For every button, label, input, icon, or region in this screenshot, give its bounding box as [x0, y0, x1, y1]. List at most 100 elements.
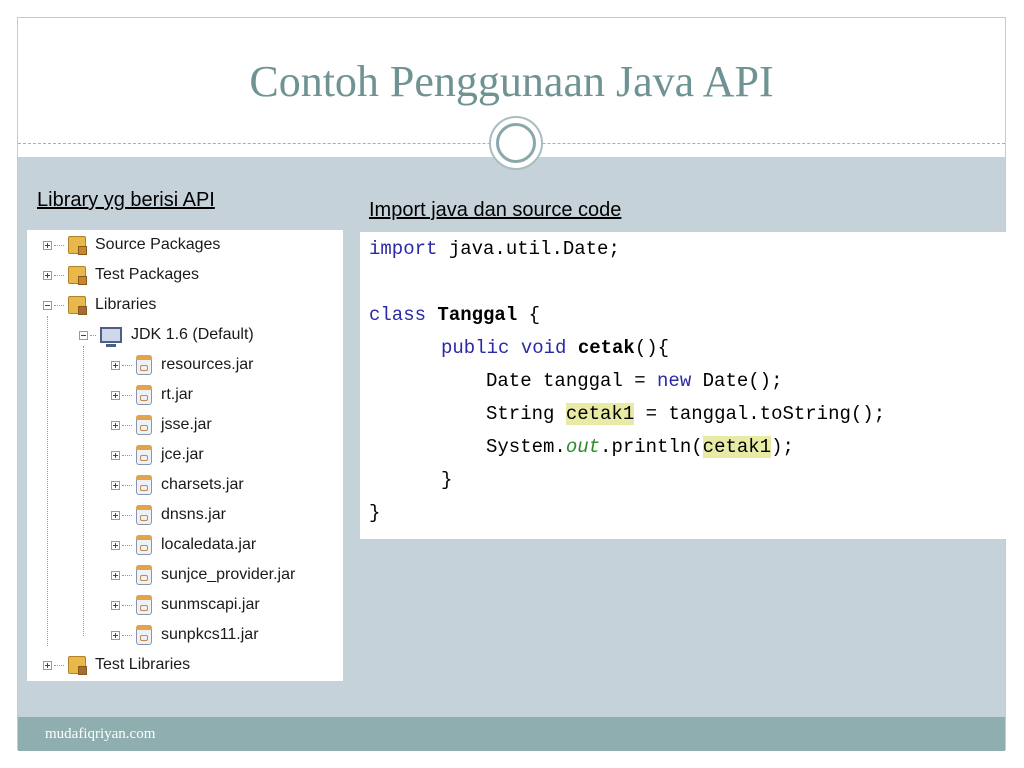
date-constructor: Date(); [691, 370, 783, 392]
tree-item-label: jce.jar [161, 446, 204, 463]
variable-cetak1: cetak1 [565, 403, 635, 425]
jar-icon [136, 595, 152, 615]
folder-package-icon [68, 236, 87, 255]
jar-icon [136, 565, 152, 585]
tree-item-jar[interactable]: localedata.jar [111, 530, 256, 560]
tree-item-jar[interactable]: jce.jar [111, 440, 204, 470]
code-line-class: class Tanggal { [369, 304, 540, 326]
slide: Contoh Penggunaan Java API Library yg be… [17, 17, 1007, 751]
tree-item-jar[interactable]: dnsns.jar [111, 500, 226, 530]
expand-icon[interactable] [111, 510, 120, 520]
project-tree: Source Packages Test Packages Libraries … [27, 230, 343, 681]
method-paren: (){ [634, 337, 670, 359]
tree-item-label: Test Packages [95, 266, 200, 283]
expand-icon[interactable] [111, 540, 120, 550]
computer-icon [100, 327, 122, 347]
tree-item-jdk[interactable]: JDK 1.6 (Default) [79, 320, 254, 350]
tree-item-label: localedata.jar [161, 536, 257, 553]
jar-icon [136, 475, 152, 495]
tree-item-test-packages[interactable]: Test Packages [43, 260, 199, 290]
tree-item-label: JDK 1.6 (Default) [131, 326, 254, 343]
expand-icon[interactable] [111, 420, 120, 430]
tree-item-label: dnsns.jar [161, 506, 226, 523]
jar-icon [136, 385, 152, 405]
tree-item-source-packages[interactable]: Source Packages [43, 230, 220, 260]
jar-icon [136, 505, 152, 525]
keyword-class: class [369, 304, 427, 326]
keyword-public-void: public void [441, 337, 567, 359]
tree-item-jar[interactable]: jsse.jar [111, 410, 212, 440]
code-line-close-method: } [441, 469, 452, 491]
expand-icon[interactable] [111, 630, 120, 640]
tree-item-label: rt.jar [161, 386, 193, 403]
code-panel: import java.util.Date; class Tanggal { p… [360, 232, 1007, 539]
code-line-string: String cetak1 = tanggal.toString(); [486, 403, 885, 425]
variable-cetak1: cetak1 [702, 436, 772, 458]
tree-item-label: Source Packages [95, 236, 221, 253]
keyword-import: import [369, 238, 438, 260]
footer: mudafiqriyan.com [18, 717, 1005, 751]
tree-item-label: jsse.jar [161, 416, 212, 433]
tree-item-libraries[interactable]: Libraries [43, 290, 156, 320]
tree-item-label: resources.jar [161, 356, 254, 373]
tree-guide-line [83, 346, 84, 636]
expand-icon[interactable] [43, 240, 52, 250]
println-close: ); [771, 436, 794, 458]
folder-library-icon [68, 656, 87, 675]
code-line-method: public void cetak(){ [441, 337, 669, 359]
keyword-new: new [657, 370, 692, 392]
tree-item-jar[interactable]: rt.jar [111, 380, 193, 410]
close-brace: } [369, 502, 381, 524]
tree-item-jar[interactable]: charsets.jar [111, 470, 244, 500]
folder-library-icon [68, 296, 87, 315]
tree-item-label: charsets.jar [161, 476, 244, 493]
circle-ornament-inner [496, 123, 536, 163]
open-brace: { [517, 304, 541, 326]
tree-item-jar[interactable]: resources.jar [111, 350, 253, 380]
code-line-date: Date tanggal = new Date(); [486, 370, 782, 392]
expand-icon[interactable] [111, 450, 120, 460]
tree-item-test-libraries[interactable]: Test Libraries [43, 650, 190, 680]
tree-item-label: Test Libraries [95, 656, 191, 673]
to-string-call: = tanggal.toString(); [634, 403, 886, 425]
import-path: java.util.Date; [437, 238, 620, 260]
expand-icon[interactable] [111, 570, 120, 580]
expand-icon[interactable] [111, 390, 120, 400]
slide-title: Contoh Penggunaan Java API [249, 57, 774, 106]
tree-item-label: sunpkcs11.jar [161, 626, 259, 643]
println-open: .println( [600, 436, 703, 458]
method-name: cetak [577, 337, 635, 359]
close-brace: } [441, 469, 453, 491]
tree-guide-line [47, 316, 48, 646]
footer-text: mudafiqriyan.com [45, 726, 156, 742]
tree-item-jar[interactable]: sunpkcs11.jar [111, 620, 259, 650]
jar-icon [136, 535, 152, 555]
expand-icon[interactable] [111, 480, 120, 490]
tree-item-jar[interactable]: sunmscapi.jar [111, 590, 260, 620]
tree-item-jar[interactable]: sunjce_provider.jar [111, 560, 295, 590]
collapse-icon[interactable] [43, 300, 52, 310]
jar-icon [136, 415, 152, 435]
class-name: Tanggal [437, 304, 518, 326]
code-line-println: System.out.println(cetak1); [486, 436, 794, 458]
jar-icon [136, 355, 152, 375]
code-line-import: import java.util.Date; [369, 238, 620, 260]
jar-icon [136, 625, 152, 645]
expand-icon[interactable] [43, 270, 52, 280]
tree-item-label: Libraries [95, 296, 157, 313]
collapse-icon[interactable] [79, 330, 88, 340]
field-out: out [565, 436, 601, 458]
expand-icon[interactable] [111, 600, 120, 610]
library-label: Library yg berisi API [37, 189, 215, 211]
string-type: String [486, 403, 566, 425]
source-code-label: Import java dan source code [369, 199, 622, 221]
expand-icon[interactable] [111, 360, 120, 370]
circle-ornament-icon [489, 116, 543, 170]
date-declaration: Date tanggal = [486, 370, 658, 392]
folder-package-icon [68, 266, 87, 285]
expand-icon[interactable] [43, 660, 52, 670]
jar-icon [136, 445, 152, 465]
tree-item-label: sunmscapi.jar [161, 596, 260, 613]
tree-item-label: sunjce_provider.jar [161, 566, 296, 583]
code-line-close-class: } [369, 502, 380, 524]
